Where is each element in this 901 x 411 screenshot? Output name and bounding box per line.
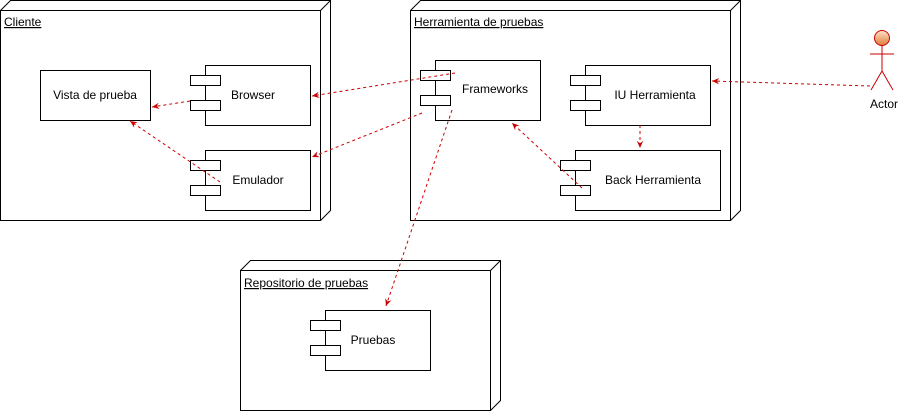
component-port-icon [560, 160, 591, 171]
arrow-frameworks-to-pruebas [385, 109, 453, 307]
component-frameworks-label: Frameworks [462, 82, 528, 96]
component-port-icon [570, 100, 601, 111]
component-port-icon [310, 345, 341, 356]
arrow-actor-to-iu [711, 78, 871, 87]
component-browser[interactable]: Browser [190, 65, 311, 126]
arrow-back-to-frameworks [511, 122, 583, 189]
node-herramienta-title: Herramienta de pruebas [414, 15, 543, 29]
component-port-icon [190, 100, 221, 111]
arrow-browser-to-vista [151, 100, 191, 110]
component-emulador-label: Emulador [232, 173, 283, 187]
actor-label: Actor [870, 97, 898, 111]
component-iu-label: IU Herramienta [614, 88, 696, 102]
component-back-herramienta[interactable]: Back Herramienta [560, 150, 721, 211]
component-port-icon [190, 160, 221, 171]
component-port-icon [190, 185, 221, 196]
component-port-icon [560, 185, 591, 196]
component-pruebas-label: Pruebas [351, 333, 396, 347]
actor-icon [874, 30, 890, 46]
component-iu-herramienta[interactable]: IU Herramienta [570, 65, 711, 126]
actor-figure[interactable]: Actor [870, 30, 898, 112]
arrow-frameworks-to-browser [311, 72, 456, 99]
arrow-frameworks-to-emulador [311, 112, 423, 158]
component-port-icon [190, 75, 221, 86]
arrow-emulador-to-vista [129, 120, 221, 183]
component-port-icon [310, 320, 341, 331]
component-vista-label: Vista de prueba [53, 88, 137, 102]
component-browser-label: Browser [231, 88, 275, 102]
component-back-label: Back Herramienta [605, 173, 701, 187]
component-emulador[interactable]: Emulador [190, 150, 311, 211]
component-port-icon [420, 95, 451, 106]
node-repositorio-title: Repositorio de pruebas [244, 276, 368, 290]
component-frameworks[interactable]: Frameworks [420, 60, 541, 121]
component-vista-de-prueba[interactable]: Vista de prueba [40, 70, 151, 121]
component-pruebas[interactable]: Pruebas [310, 310, 431, 371]
component-port-icon [420, 70, 451, 81]
dependency-arrows [129, 72, 871, 307]
component-port-icon [570, 75, 601, 86]
node-cliente-title: Cliente [4, 15, 42, 29]
